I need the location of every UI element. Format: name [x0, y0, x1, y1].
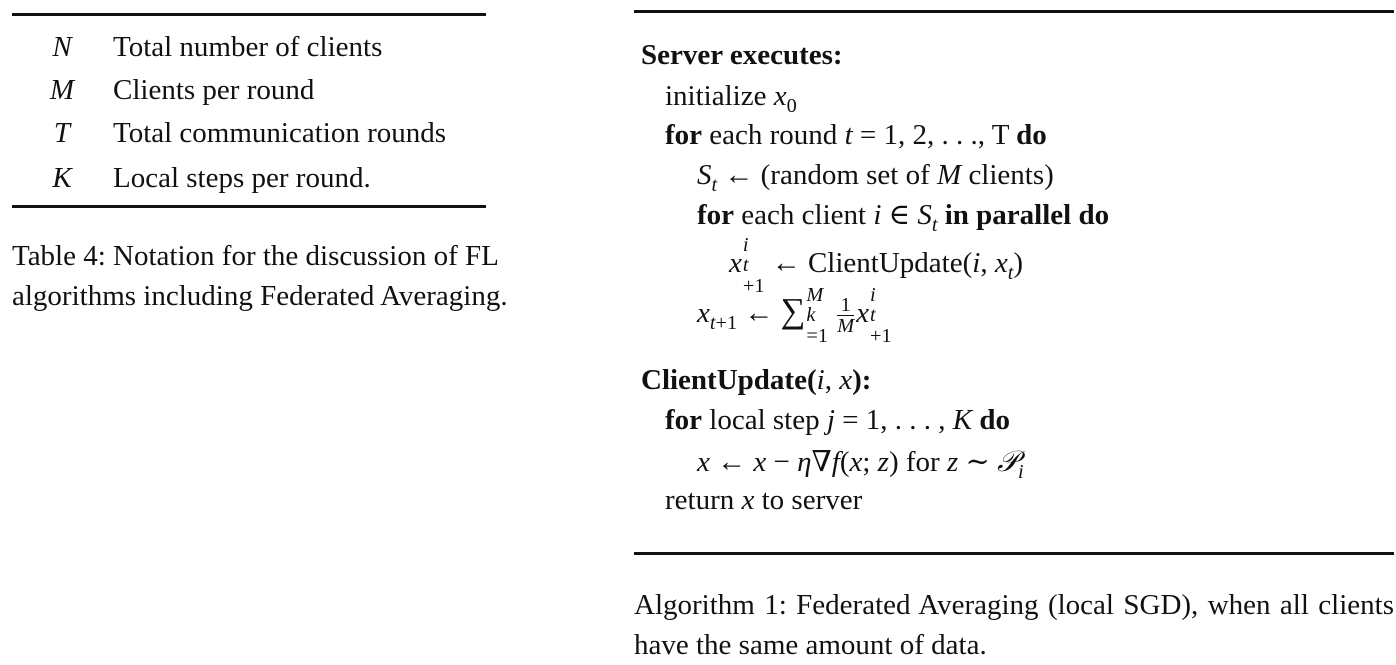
description-k: Local steps per round.: [113, 162, 371, 194]
do-keyword-2: do: [979, 404, 1011, 436]
sgd-update-line: x ← x − η∇f(x; z) for z ∼ 𝒫i: [697, 446, 1024, 483]
algorithm-top-rule: [634, 10, 1394, 13]
algorithm-caption: Algorithm 1: Federated Averaging (local …: [634, 589, 1394, 661]
clients-text: clients): [968, 159, 1054, 191]
return-text: return: [665, 484, 735, 516]
local-step-text: local step: [709, 404, 820, 436]
for-client-line: for each client i ∈ St in parallel do: [697, 199, 1110, 236]
return-line: return x to server: [665, 484, 863, 516]
description-m: Clients per round: [113, 74, 315, 106]
rounds-tail: , T: [977, 119, 1009, 151]
symbol-k: K: [52, 162, 72, 194]
do-keyword: do: [1016, 119, 1047, 151]
symbol-n: N: [52, 31, 72, 63]
symbol-t: T: [53, 117, 71, 149]
each-client-text: each client: [741, 199, 867, 231]
symbol-m: M: [49, 74, 75, 106]
server-heading-line: Server executes:: [641, 35, 843, 75]
table-row: T Total communication rounds: [14, 113, 489, 153]
description-n: Total number of clients: [113, 31, 383, 63]
sample-clients-line: St ← (random set of M clients): [697, 159, 1054, 196]
table-row: M Clients per round: [14, 70, 489, 110]
client-update-fn: ClientUpdate: [807, 247, 963, 280]
for-round-line: for each round t = 1, 2, . . ., T do: [665, 119, 1047, 151]
client-update-heading-line: ClientUpdate(i, x):: [641, 364, 872, 396]
table-bottom-rule: [12, 205, 486, 208]
random-set-text: (random set of: [760, 159, 930, 191]
server-heading: Server executes:: [641, 39, 843, 71]
description-t: Total communication rounds: [113, 117, 447, 149]
to-server-text: to server: [761, 484, 863, 516]
algorithm-bottom-rule: [634, 552, 1394, 555]
for-keyword-3: for: [665, 404, 703, 436]
init-line: initialize x0: [665, 80, 797, 117]
for-text: for: [905, 446, 940, 478]
for-keyword-2: for: [697, 199, 735, 231]
table-top-rule: [12, 13, 486, 16]
in-parallel-do-keyword: in parallel do: [944, 199, 1110, 231]
for-local-step-line: for local step j = 1, . . . , K do: [665, 404, 1011, 436]
table-caption: Table 4: Notation for the discussion of …: [12, 240, 508, 312]
for-keyword: for: [665, 119, 703, 151]
table-row: N Total number of clients: [14, 27, 489, 67]
table-row: K Local steps per round.: [14, 158, 489, 198]
client-update-heading: ClientUpdate: [641, 364, 807, 396]
each-round-text: each round: [709, 119, 838, 151]
init-keyword: initialize: [665, 80, 767, 112]
